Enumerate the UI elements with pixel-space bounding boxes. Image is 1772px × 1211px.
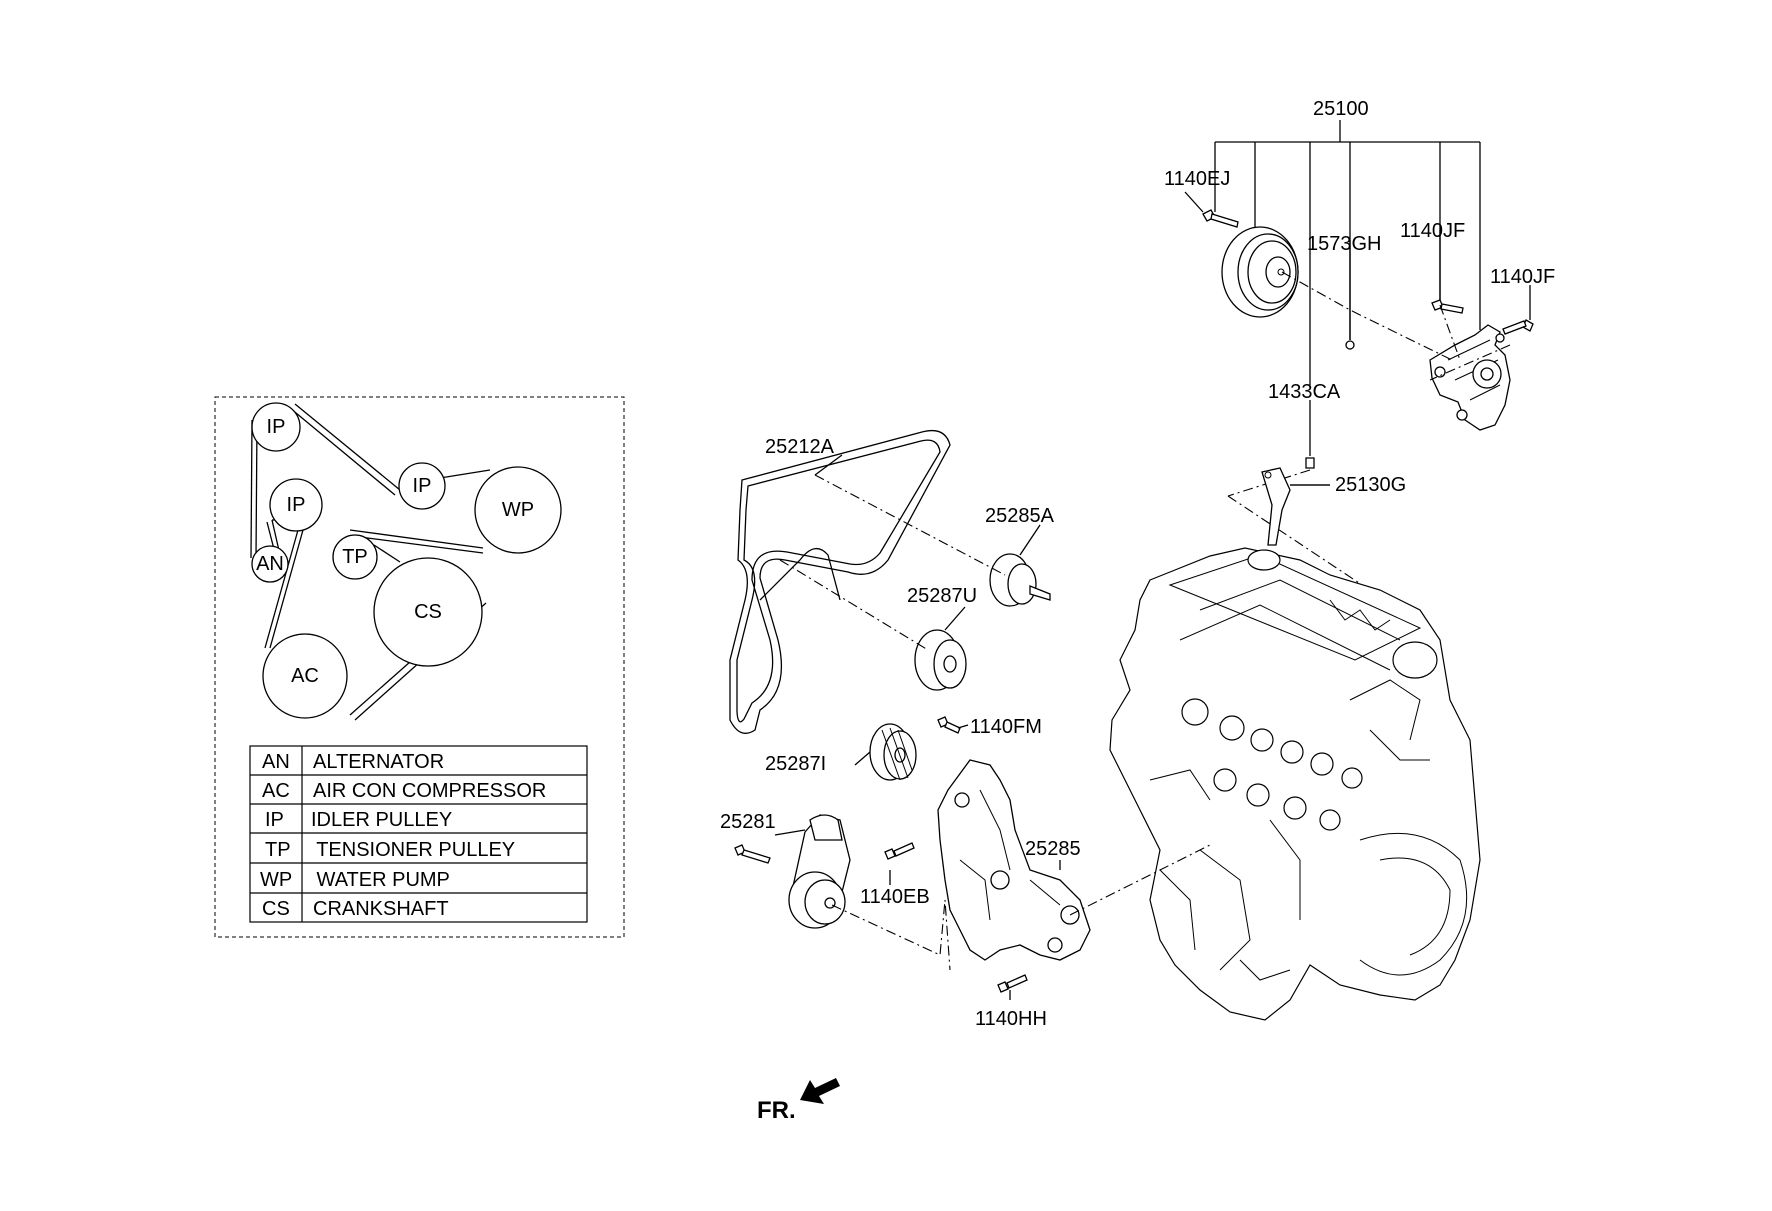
- engine-ports: [1181, 698, 1363, 831]
- label-25287i: 25287I: [765, 753, 826, 775]
- legend-code: TP: [265, 839, 291, 861]
- gasket-25130g: [1261, 467, 1330, 546]
- pin-1433ca: [1305, 457, 1315, 469]
- pulley-ac: AC: [262, 633, 348, 719]
- label-25287u: 25287U: [907, 585, 977, 607]
- tensioner-25281: [788, 814, 851, 929]
- legend-table: AN ALTERNATOR AC AIR CON COMPRESSOR IP I…: [249, 745, 588, 923]
- legend-code: WP: [260, 869, 292, 891]
- label-25100: 25100: [1313, 98, 1369, 120]
- label-1140ej: 1140EJ: [1164, 168, 1230, 190]
- legend-name: AIR CON COMPRESSOR: [313, 780, 546, 802]
- water-pump-pulley: [1221, 226, 1299, 318]
- front-label: FR.: [757, 1097, 796, 1124]
- legend-name: WATER PUMP: [311, 869, 450, 891]
- water-pump-housing: [1429, 324, 1511, 431]
- bolt-1140ej: [1202, 209, 1239, 228]
- inset-frame: [214, 396, 625, 938]
- pulley-ip-3: IP: [269, 478, 323, 532]
- legend-name: TENSIONER PULLEY: [311, 839, 515, 861]
- idler-25287u: [914, 629, 967, 691]
- idler-25287i: [869, 723, 917, 781]
- label-1140fm: 1140FM: [970, 716, 1042, 738]
- pulley-ip-2: IP: [398, 462, 446, 510]
- bolt-1140jf-1: [1431, 299, 1464, 314]
- bracket-25285: [937, 759, 1091, 961]
- pulley-label: IP: [267, 416, 286, 438]
- belt-25212a: [729, 429, 951, 734]
- label-1433ca: 1433CA: [1268, 381, 1341, 403]
- legend-code: IP: [265, 809, 284, 831]
- front-indicator: FR.: [757, 1078, 840, 1124]
- legend-name: CRANKSHAFT: [313, 898, 449, 920]
- label-25285a: 25285A: [985, 505, 1055, 527]
- front-arrow-icon: [800, 1078, 840, 1104]
- pulley-an: AN: [251, 545, 289, 583]
- pulley-label: AN: [256, 553, 284, 575]
- bolt-1140hh: [997, 974, 1028, 993]
- leaders: [774, 191, 1531, 1000]
- bolt-tensioner: [734, 844, 771, 864]
- pulley-label: CS: [414, 601, 442, 623]
- pulley-label: IP: [287, 494, 306, 516]
- pulley-label: TP: [342, 546, 368, 568]
- label-1140jf-1: 1140JF: [1400, 220, 1465, 242]
- pulley-label: AC: [291, 665, 319, 687]
- plug-1573gh: [1345, 340, 1355, 350]
- pulley-cs: CS: [373, 557, 483, 667]
- legend-code: AC: [262, 780, 290, 802]
- pulley-label: IP: [413, 475, 432, 497]
- pulley-tp: TP: [332, 534, 378, 580]
- belt-routing-inset: IP IP IP WP AN TP CS AC: [214, 396, 625, 938]
- label-1140eb: 1140EB: [860, 886, 930, 908]
- label-1140hh: 1140HH: [975, 1008, 1047, 1030]
- legend-code: AN: [262, 751, 290, 773]
- water-pump-group: [1202, 120, 1534, 631]
- label-1140jf-2: 1140JF: [1490, 266, 1555, 288]
- idler-25285a: [989, 553, 1051, 607]
- engine-block: [1109, 547, 1481, 1021]
- bolt-1140fm: [937, 716, 961, 734]
- label-25212a: 25212A: [765, 436, 835, 458]
- legend-name: ALTERNATOR: [313, 751, 444, 773]
- pulley-label: WP: [502, 499, 534, 521]
- pulley-ip-1: IP: [251, 402, 301, 452]
- legend-code: CS: [262, 898, 290, 920]
- legend-name: IDLER PULLEY: [311, 809, 452, 831]
- label-25130g: 25130G: [1335, 474, 1406, 496]
- bolt-1140eb: [884, 842, 915, 860]
- label-25281: 25281: [720, 811, 776, 833]
- label-1573gh: 1573GH: [1307, 233, 1382, 255]
- label-25285: 25285: [1025, 838, 1081, 860]
- bolt-1140jf-2: [1502, 319, 1534, 335]
- pulley-wp: WP: [474, 466, 562, 554]
